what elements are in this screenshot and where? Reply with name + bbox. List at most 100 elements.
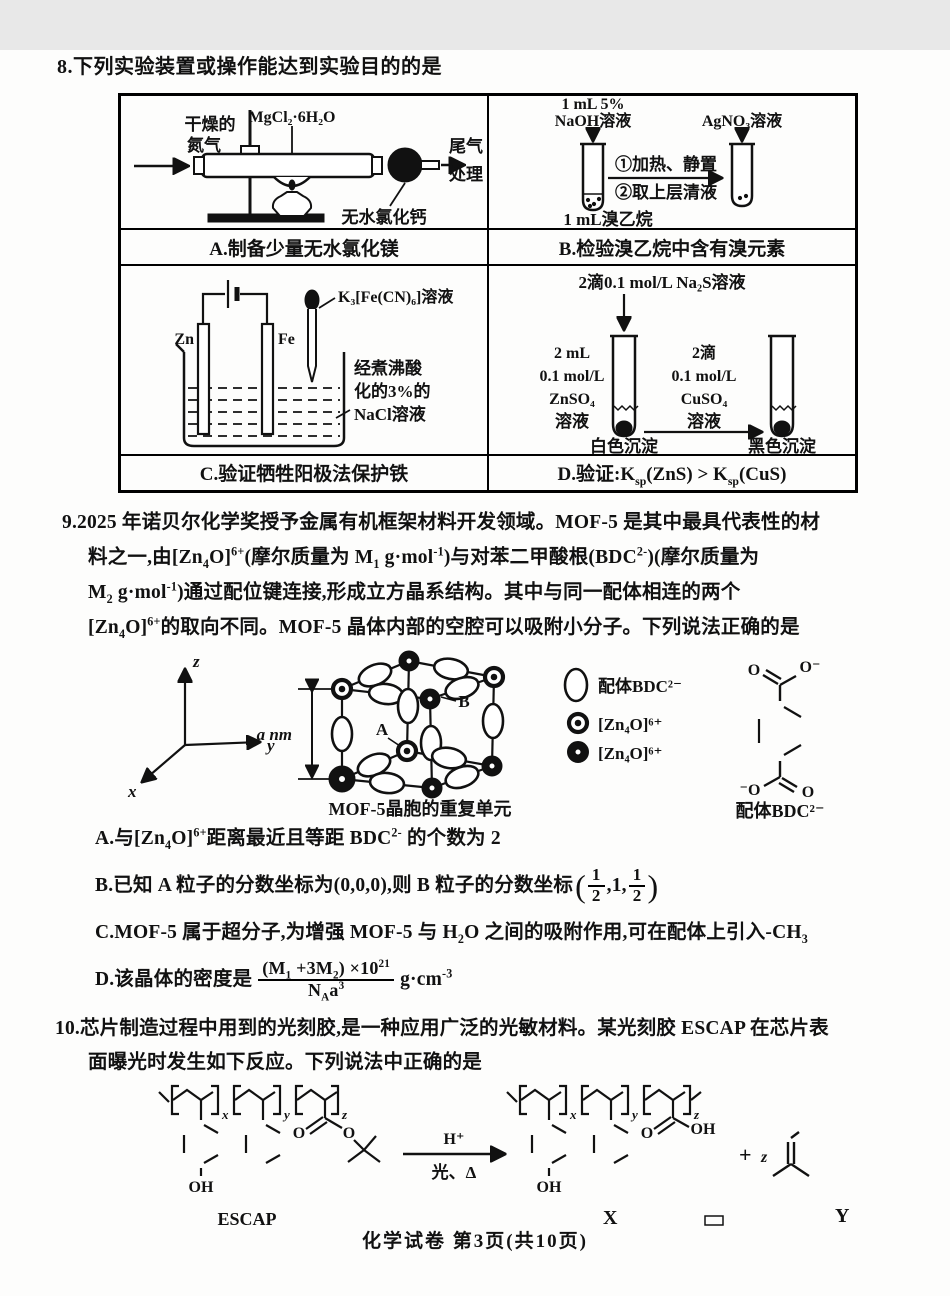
escap-polymer: [158, 1084, 381, 1176]
isobutylene-coeff: z: [760, 1149, 768, 1166]
q8-caption-a: A.制备少量无水氯化镁: [118, 228, 489, 266]
dropper-tube: [307, 309, 317, 383]
label-znso4-line2: 0.1 mol/L: [540, 368, 605, 385]
label-nacl-line2: 化的3%的: [354, 381, 431, 401]
q9-option-b-rparen: ): [647, 867, 659, 904]
scan-artifact-x: X: [603, 1207, 618, 1229]
label-dry-n2-line2: 氮气: [187, 135, 221, 155]
isobutylene-structure: [772, 1130, 810, 1177]
label-naoh-line1: 1 mL 5%: [561, 96, 624, 113]
q9-option-b-lparen: (: [575, 867, 586, 904]
particle-b-label: B: [458, 692, 469, 711]
bdc-caption: 配体BDC²⁻: [736, 800, 825, 820]
apparatus-d-drawing: 2滴0.1 mol/L Na₂S溶液 2 mL 0.1 mol/L ZnSO₄ …: [540, 272, 817, 454]
label-bromoethane: 1 mL溴乙烷: [563, 209, 652, 228]
label-cacl2: 无水氯化钙: [341, 207, 427, 227]
lamp-flame: [288, 179, 296, 191]
legend-zn2-label: [Zn₄O]⁶⁺: [598, 744, 663, 763]
escap-sub-x: x: [221, 1107, 229, 1122]
particle-a-label: A: [376, 720, 389, 739]
bdc-o-top-left: O: [748, 662, 760, 679]
scan-artifact-y: Y: [835, 1205, 850, 1227]
escap-ester-o: O: [343, 1125, 355, 1142]
product-sub-x: x: [569, 1107, 577, 1122]
condition-h-plus: H⁺: [444, 1131, 465, 1148]
x-axis-label: x: [127, 782, 137, 801]
q8-cell-d-diagram: 2滴0.1 mol/L Na₂S溶液 2 mL 0.1 mol/L ZnSO₄ …: [487, 264, 858, 456]
label-tail-gas-line1: 尾气: [449, 136, 483, 156]
nacl-leader: [335, 409, 351, 419]
x-axis: [142, 743, 186, 782]
label-dry-n2-line1: 干燥的: [185, 114, 236, 134]
label-agno3: AgNO₃溶液: [702, 111, 783, 130]
label-znso4-line1: 2 mL: [554, 345, 590, 362]
particle-b-leader: [440, 695, 457, 702]
q8-cell-b-diagram: 1 mL 5% NaOH溶液 AgNO₃溶液 ①加热、: [487, 93, 858, 230]
q9-stem: 9.2025 年诺贝尔化学奖授予金属有机框架材料开发领域。MOF-5 是其中最具…: [0, 505, 950, 645]
fe-electrode: [260, 322, 275, 436]
dropper-leader: [318, 297, 336, 309]
label-znso4-line4: 溶液: [555, 411, 589, 431]
q8-caption-c: C.验证牺牲阳极法保护铁: [118, 454, 489, 492]
label-k3fecn6: K₃[Fe(CN)₆]溶液: [338, 287, 454, 306]
black-ppt-squiggle: [771, 404, 797, 412]
tube-stopper-left: [193, 156, 205, 175]
mof5-figure: z y x a nm: [127, 650, 825, 820]
q8-cell-c-diagram: Zn Fe K₃[Fe(CN)₆]溶液 经煮沸酸 化的3%的: [118, 264, 489, 456]
product-sub-y: y: [630, 1107, 638, 1122]
stand-base: [207, 213, 325, 223]
q9-option-b-mid: ,1,: [606, 874, 627, 896]
q8-caption-b: B.检验溴乙烷中含有溴元素: [487, 228, 858, 266]
dropper-bulb: [304, 289, 320, 311]
q9-option-c: C.MOF-5 属于超分子,为增强 MOF-5 与 H2O 之间的吸附作用,可在…: [95, 921, 809, 946]
q8-cell-a-diagram: 干燥的 氮气 MgCl₂·6H₂O: [118, 93, 489, 230]
legend-zn1-label: [Zn₄O]⁶⁺: [598, 715, 663, 734]
benzene-ring: [754, 701, 806, 761]
test-tube-cuso4: [769, 336, 795, 438]
bdc-o-bottom-left: ⁻O: [740, 782, 761, 799]
product-polymer: [506, 1084, 702, 1176]
product-sub-z: z: [693, 1107, 700, 1122]
cacl2-leader: [389, 182, 406, 207]
a-nm-label: a nm: [257, 725, 292, 744]
z-axis-label: z: [192, 652, 200, 671]
mof5-legend: 配体BDC²⁻ [Zn₄O]⁶⁺ [Zn₄O]⁶⁺: [563, 667, 682, 763]
q9-option-d-unit: g·cm-3: [400, 966, 453, 990]
label-fe: Fe: [278, 331, 295, 348]
label-cuso4-line4: 溶液: [687, 411, 721, 431]
label-na2s: 2滴0.1 mol/L Na₂S溶液: [578, 272, 745, 292]
q9-option-a: A.与[Zn4O]6+距离最近且等距 BDC2- 的个数为 2: [95, 825, 501, 852]
scan-artifact-box: [704, 1214, 724, 1226]
wire-right: [240, 292, 269, 324]
label-cuso4-line3: CuSO₄: [681, 391, 728, 408]
y-axis: [184, 742, 260, 745]
alcohol-lamp: [271, 191, 313, 217]
particle-a-leader: [387, 736, 401, 747]
cube-caption: MOF-5晶胞的重复单元: [329, 798, 512, 819]
exam-page: 8.下列实验装置或操作能达到实验目的的是 干燥的 氮气: [0, 50, 950, 1296]
label-step2: ②取上层清液: [615, 182, 717, 202]
label-znso4-line3: ZnSO₄: [549, 391, 595, 408]
label-mgcl2-6h2o: MgCl₂·6H₂O: [249, 109, 336, 126]
bdc-ligand-ellipses: [330, 656, 505, 794]
escap-oh-label: OH: [189, 1179, 214, 1196]
tube-znso4-bottom: [615, 420, 633, 436]
label-cuso4-line2: 0.1 mol/L: [672, 368, 737, 385]
q9-stem-line4: [Zn4O]6+的取向不同。MOF-5 晶体内部的空腔可以吸附小分子。下列说法正…: [88, 614, 800, 641]
outlet-stub: [420, 160, 440, 170]
label-nacl-line3: NaCl溶液: [354, 404, 426, 424]
label-step1: ①加热、静置: [615, 154, 717, 174]
zn-electrode: [196, 322, 211, 436]
q8-title: 8.下列实验装置或操作能达到实验目的的是: [57, 56, 442, 78]
combustion-tube: [200, 152, 376, 179]
tube-stopper-right: [371, 156, 383, 175]
q9-option-b-text: B.已知 A 粒子的分数坐标为(0,0,0),则 B 粒子的分数坐标: [95, 874, 574, 896]
plus-sign: +: [739, 1142, 752, 1167]
q9-stem-line2: 料之一,由[Zn4O]6+(摩尔质量为 M1 g·mol-1)与对苯二甲酸根(B…: [88, 544, 760, 571]
apparatus-a-drawing: 干燥的 氮气 MgCl₂·6H₂O: [134, 109, 483, 227]
white-ppt-squiggle: [613, 404, 639, 412]
product-carbonyl-o: O: [641, 1125, 653, 1142]
